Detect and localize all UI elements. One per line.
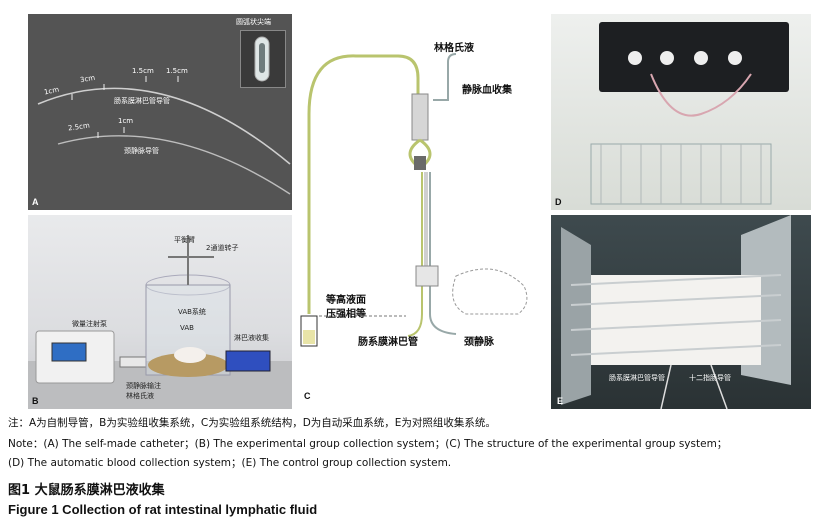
panel-label: B <box>32 396 39 406</box>
bedding <box>148 353 228 377</box>
restrainer-illustration <box>561 215 791 409</box>
restrainer-plate-left <box>561 227 591 405</box>
catheter-1-label: 肠系膜淋巴管导管 <box>609 374 665 382</box>
figure-title-en: Figure 1 Collection of rat intestinal ly… <box>8 502 318 517</box>
infusion-label-2: 林格氏液 <box>126 392 154 400</box>
vein-tube-end <box>429 313 457 335</box>
catheter-curves <box>37 76 291 195</box>
tube-rack <box>225 350 271 372</box>
panel-a-catheter-photo: 圆弧状尖端 1cm 3cm 1.5cm 1.5cm 肠系膜淋巴管导管 2.5cm… <box>28 14 292 210</box>
note-en-line2: (D) The automatic blood collection syste… <box>8 457 452 469</box>
vab-system-label: VAB系统 <box>178 308 206 316</box>
swivel <box>414 156 426 170</box>
sampler-device <box>599 22 789 92</box>
panel-c-structure-diagram: 林格氏液 静脉血收集 等高液面 压强相等 肠系膜淋巴管 颈静脉 C <box>296 14 546 409</box>
support-bar <box>424 172 428 270</box>
ringer-tube <box>307 54 420 314</box>
ringer-label: 林格氏液 <box>434 43 474 54</box>
catheter-line <box>710 364 728 409</box>
reservoir-syringe <box>411 93 429 141</box>
venous-tube <box>433 53 457 101</box>
panel-label: E <box>557 396 564 406</box>
intestinal-catheter-label: 肠系膜淋巴管导管 <box>114 97 170 105</box>
equal-height-label-1: 等高液面 <box>326 295 366 306</box>
balance-arm-label: 平衡臂 <box>174 236 195 244</box>
lymph-collection-label: 淋巴液收集 <box>234 334 269 342</box>
system-illustration <box>28 235 292 409</box>
vab-label: VAB <box>180 324 194 332</box>
syringe-pump-label: 微量注射泵 <box>72 320 107 328</box>
jugular-catheter-curve <box>57 135 291 195</box>
panel-label: C <box>304 391 311 401</box>
panel-b-system-photo: 平衡臂 2通道转子 微量注射泵 VAB系统 VAB 淋巴液收集 颈静脉输注 林格… <box>28 215 292 409</box>
inset-caption: 圆弧状尖端 <box>236 18 271 26</box>
intestinal-catheter-curve <box>37 87 291 165</box>
valve <box>660 51 674 65</box>
mark-label: 1.5cm <box>132 67 154 75</box>
valve <box>628 51 642 65</box>
panel-d-blood-sampler-photo: D <box>551 14 811 210</box>
collection-fluid <box>303 330 315 344</box>
panel-label: A <box>32 197 39 207</box>
rat-body <box>591 275 761 365</box>
note-zh: 注：A为自制导管，B为实验组收集系统，C为实验组系统结构，D为自动采血系统，E为… <box>8 417 496 429</box>
inset-tip-photo <box>240 30 286 88</box>
blood-tubing <box>650 73 752 117</box>
vab-port <box>415 265 439 287</box>
valve <box>728 51 742 65</box>
note-en-line1: Note：(A) The self-made catheter；(B) The … <box>8 438 728 450</box>
figure-title-zh: 图1 大鼠肠系膜淋巴液收集 <box>8 483 165 498</box>
catheter-line <box>660 364 672 409</box>
pump-screen <box>51 342 87 362</box>
mark-label: 1.5cm <box>166 67 188 75</box>
panel-label: D <box>555 197 562 207</box>
jugular-catheter-label: 颈静脉导管 <box>124 147 159 155</box>
venous-blood-label: 静脉血收集 <box>462 85 512 96</box>
jugular-vein-label: 颈静脉 <box>464 337 494 348</box>
mark-label: 1cm <box>118 117 134 125</box>
infusion-label-1: 颈静脉输注 <box>126 382 161 390</box>
panel-e-control-photo: 肠系膜淋巴管导管 十二指肠导管 E <box>551 215 811 409</box>
syringe <box>119 356 147 368</box>
valve <box>694 51 708 65</box>
rat <box>174 347 206 363</box>
sampler-illustration <box>590 22 789 205</box>
mesenteric-lymph-label: 肠系膜淋巴管 <box>358 337 418 348</box>
swivel-label: 2通道转子 <box>206 244 239 252</box>
lymph-tube-end <box>407 313 423 337</box>
structure-diagram <box>300 53 528 347</box>
rounded-tip-shape <box>254 36 270 82</box>
equal-height-label-2: 压强相等 <box>326 309 366 320</box>
rat-outline <box>452 268 528 315</box>
catheter-2-label: 十二指肠导管 <box>689 374 731 382</box>
